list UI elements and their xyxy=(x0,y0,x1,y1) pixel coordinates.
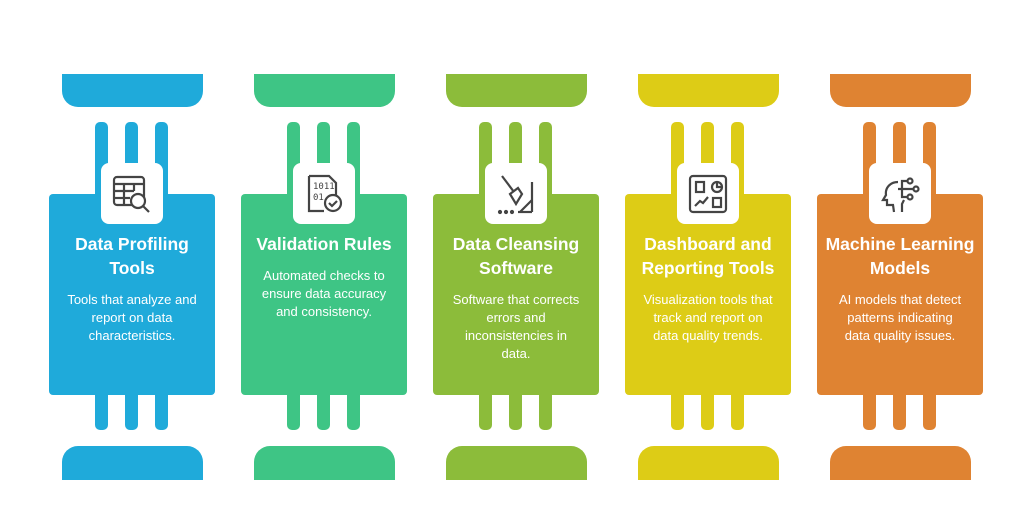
bottom-prong xyxy=(731,394,744,430)
card-title: Validation Rules xyxy=(256,234,392,254)
bottom-cap xyxy=(254,446,395,480)
card-title: Dashboard and Reporting Tools xyxy=(641,234,775,278)
bottom-prong xyxy=(95,394,108,430)
bottom-cap xyxy=(830,446,971,480)
card-title-block: Machine Learning Models AI models that de… xyxy=(823,232,977,345)
card xyxy=(49,194,215,395)
bottom-prong xyxy=(539,394,552,430)
card-title: Machine Learning Models xyxy=(825,234,975,278)
bottom-prong xyxy=(317,394,330,430)
svg-text:01: 01 xyxy=(313,193,324,203)
bottom-prong xyxy=(701,394,714,430)
bottom-prong xyxy=(893,394,906,430)
card-description: AI models that detect patterns indicatin… xyxy=(838,292,962,343)
bottom-prong xyxy=(347,394,360,430)
top-cap xyxy=(62,74,203,107)
bottom-cap xyxy=(446,446,587,480)
card xyxy=(817,194,983,395)
card-description: Automated checks to ensure data accuracy… xyxy=(261,268,387,319)
top-cap xyxy=(830,74,971,107)
bottom-prong xyxy=(155,394,168,430)
card xyxy=(625,194,791,395)
bottom-prong xyxy=(509,394,522,430)
ai-head-icon xyxy=(869,163,931,224)
top-cap xyxy=(638,74,779,107)
bottom-cap xyxy=(638,446,779,480)
broom-icon xyxy=(485,163,547,224)
bottom-prong xyxy=(863,394,876,430)
column-machine-learning-models: Machine Learning Models AI models that de… xyxy=(817,0,983,529)
top-cap xyxy=(446,74,587,107)
bottom-prong xyxy=(125,394,138,430)
card-description: Software that corrects errors and incons… xyxy=(452,292,580,361)
card-description: Visualization tools that track and repor… xyxy=(643,292,773,343)
card-description: Tools that analyze and report on data ch… xyxy=(67,292,197,343)
dashboard-icon xyxy=(677,163,739,224)
table-search-icon xyxy=(101,163,163,224)
bottom-prong xyxy=(923,394,936,430)
bottom-prong xyxy=(479,394,492,430)
card-title: Data Cleansing Software xyxy=(452,234,580,278)
bottom-cap xyxy=(62,446,203,480)
svg-text:1011: 1011 xyxy=(313,182,335,192)
bottom-prong xyxy=(671,394,684,430)
card-title: Data Profiling Tools xyxy=(75,234,189,278)
bottom-prong xyxy=(287,394,300,430)
card xyxy=(433,194,599,395)
top-cap xyxy=(254,74,395,107)
card xyxy=(241,194,407,395)
